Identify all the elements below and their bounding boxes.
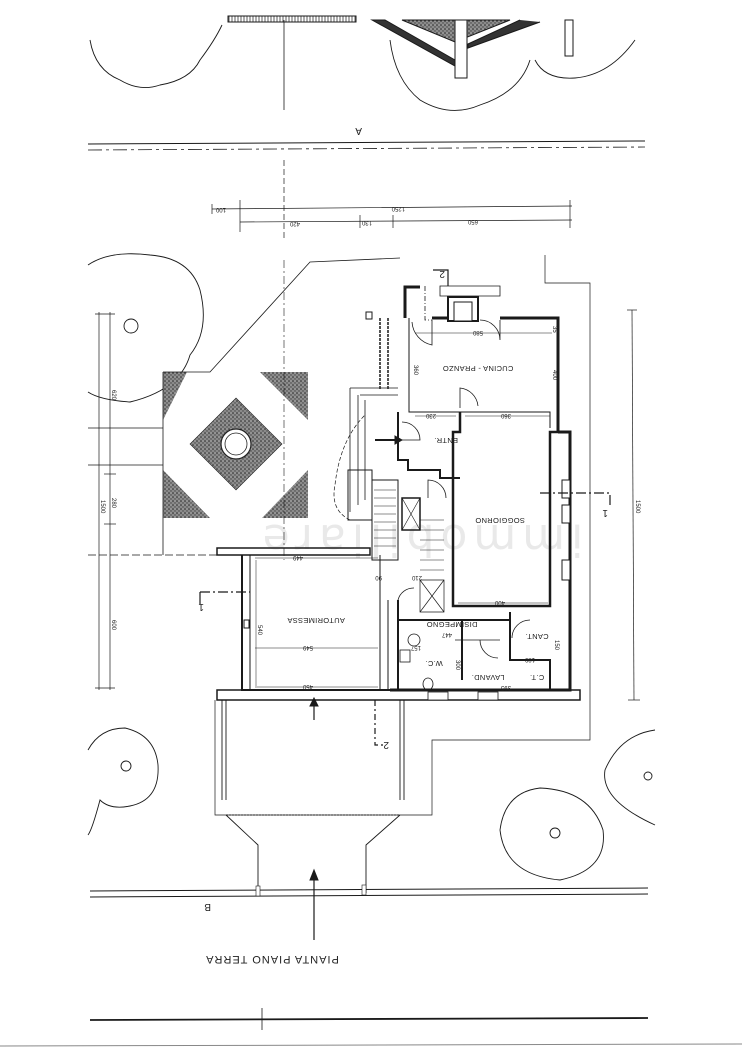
svg-text:420: 420 [289, 220, 300, 226]
room-label-cantina: CANT. [525, 632, 548, 641]
svg-text:90: 90 [375, 574, 382, 580]
top-dimension-labels: 100 1250 420 130 650 [215, 205, 478, 226]
room-label-soggiorno: SOGGIORNO [475, 516, 525, 525]
svg-text:395: 395 [500, 684, 511, 690]
svg-text:450: 450 [302, 683, 313, 689]
svg-text:1250: 1250 [391, 205, 405, 211]
svg-text:100: 100 [215, 206, 226, 212]
sheet-border [0, 1008, 742, 1047]
svg-text:620: 620 [110, 390, 116, 401]
svg-text:180: 180 [524, 656, 535, 662]
svg-text:549: 549 [302, 644, 313, 650]
svg-text:130: 130 [361, 219, 372, 225]
room-labels: CUCINA - PRANZO ENTR. SOGGIORNO AUTORIME… [287, 364, 548, 682]
svg-text:35: 35 [551, 326, 557, 333]
svg-text:650: 650 [467, 218, 478, 224]
svg-text:230: 230 [425, 412, 436, 418]
svg-text:1500: 1500 [99, 500, 105, 514]
room-label-entrata: ENTR. [434, 436, 458, 445]
left-dimensions [95, 312, 116, 690]
room-label-lavanderia: LAVAND. [471, 673, 504, 682]
svg-text:449: 449 [292, 554, 303, 560]
svg-text:600: 600 [110, 620, 116, 631]
room-label-cucina: CUCINA - PRANZO [443, 364, 514, 373]
svg-text:540: 540 [256, 625, 262, 636]
svg-text:360: 360 [412, 365, 418, 376]
room-label-ct: C.T. [530, 673, 545, 682]
entrance-arrows [309, 435, 404, 940]
section-line-a: A [87, 125, 646, 151]
svg-text:300: 300 [454, 660, 460, 671]
svg-text:400: 400 [551, 370, 557, 381]
room-label-wc: W.C. [425, 659, 442, 668]
svg-text:210: 210 [411, 574, 422, 580]
svg-text:360: 360 [500, 412, 511, 418]
svg-text:280: 280 [110, 498, 116, 509]
svg-text:157: 157 [410, 644, 421, 650]
svg-text:1: 1 [602, 507, 608, 518]
left-dimension-labels: 620 280 1500 600 [99, 390, 116, 631]
door-swings [397, 319, 531, 691]
section-line-b: B [89, 884, 649, 912]
svg-text:150: 150 [553, 640, 559, 651]
svg-text:400: 400 [494, 599, 505, 605]
top-dimensions [211, 160, 573, 240]
svg-text:A: A [355, 125, 362, 136]
building-walls [216, 285, 581, 701]
fountain-garden [88, 257, 401, 560]
room-label-disimpegno: DISIMPEGNO [427, 620, 478, 629]
neighbour-building [227, 15, 574, 79]
drawing-title: PIANTA PIANO TERRA [205, 953, 339, 965]
svg-text:1: 1 [198, 601, 204, 612]
svg-text:580: 580 [472, 329, 483, 335]
garden-tree-left [87, 253, 204, 403]
garden-trees-bottom [87, 727, 656, 881]
room-label-autorimessa: AUTORIMESSA [287, 616, 345, 625]
svg-text:447: 447 [441, 631, 452, 637]
tree-canopies-top [89, 20, 636, 111]
driveway [221, 700, 405, 893]
right-dimension-label: 1500 [634, 500, 640, 514]
section-cuts [199, 269, 611, 746]
svg-text:2: 2 [439, 268, 445, 279]
svg-text:B: B [204, 901, 211, 912]
section-cut-labels: 1 1 2 2 [198, 268, 608, 750]
interior-dimensions: 580 360 400 230 360 35 400 449 540 549 4… [255, 326, 559, 690]
svg-text:2: 2 [383, 739, 389, 750]
